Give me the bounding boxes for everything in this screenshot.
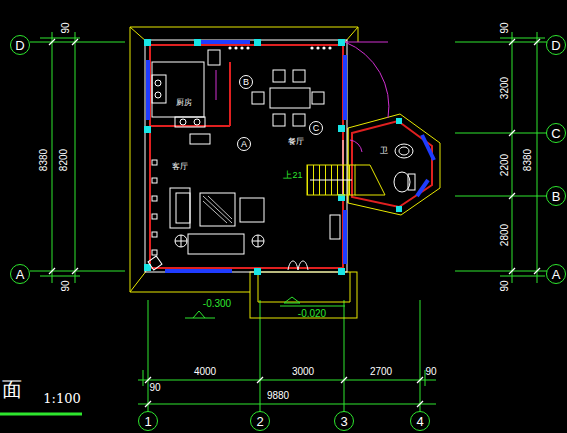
axis-letter: C <box>551 127 560 140</box>
axis-letter: 3 <box>340 415 347 428</box>
stair-note: 上21 <box>283 171 302 180</box>
dimension: 90 <box>500 280 510 291</box>
axis-bubble: B <box>546 186 566 206</box>
title-fragment: 面 <box>2 379 22 399</box>
dimension: 90 <box>149 383 160 393</box>
room-name: 卫 <box>380 147 388 155</box>
index-callout: A <box>237 137 251 151</box>
room-name: 厨房 <box>176 99 192 107</box>
axis-letter: 2 <box>256 415 263 428</box>
dimension: 90 <box>61 22 71 33</box>
elevation: -0.300 <box>203 299 231 309</box>
dimension: 90 <box>500 22 510 33</box>
dimension: 8380 <box>523 149 533 171</box>
axis-letter: 4 <box>416 415 423 428</box>
axis-letter: 1 <box>144 415 151 428</box>
index-callout: C <box>309 121 323 135</box>
dimension: 3000 <box>292 367 314 377</box>
room-name: 客厅 <box>172 163 188 171</box>
dimension: 8380 <box>39 149 49 171</box>
dimension: 4000 <box>194 367 216 377</box>
axis-letter: A <box>552 268 561 281</box>
dimension: 90 <box>61 280 71 291</box>
scale-note: 1:100 <box>43 392 80 405</box>
axis-bubble: 4 <box>410 411 430 431</box>
dimension: 3200 <box>500 77 510 99</box>
dimension: 8200 <box>59 149 69 171</box>
axis-bubble: D <box>10 35 30 55</box>
dimension: 2700 <box>370 367 392 377</box>
index-callout: B <box>239 75 253 89</box>
axis-letter: B <box>243 78 249 87</box>
axis-letter: A <box>16 268 25 281</box>
axis-letter: D <box>15 39 24 52</box>
axis-bubble: 3 <box>334 411 354 431</box>
axis-bubble: D <box>546 35 566 55</box>
dimension: 90 <box>425 367 436 377</box>
room-name: 餐厅 <box>288 138 304 146</box>
axis-bubble: A <box>10 264 30 284</box>
axis-letter: D <box>551 39 560 52</box>
axis-bubble: C <box>546 123 566 143</box>
axis-bubble: A <box>546 264 566 284</box>
elevation: -0.020 <box>298 309 326 319</box>
dimension: 2200 <box>500 154 510 176</box>
axis-bubble: 1 <box>138 411 158 431</box>
axis-letter: B <box>552 190 561 203</box>
dimension: 2800 <box>500 224 510 246</box>
axis-letter: A <box>241 140 247 149</box>
axis-bubble: 2 <box>250 411 270 431</box>
dimension: 9880 <box>267 391 289 401</box>
axis-letter: C <box>313 124 320 133</box>
